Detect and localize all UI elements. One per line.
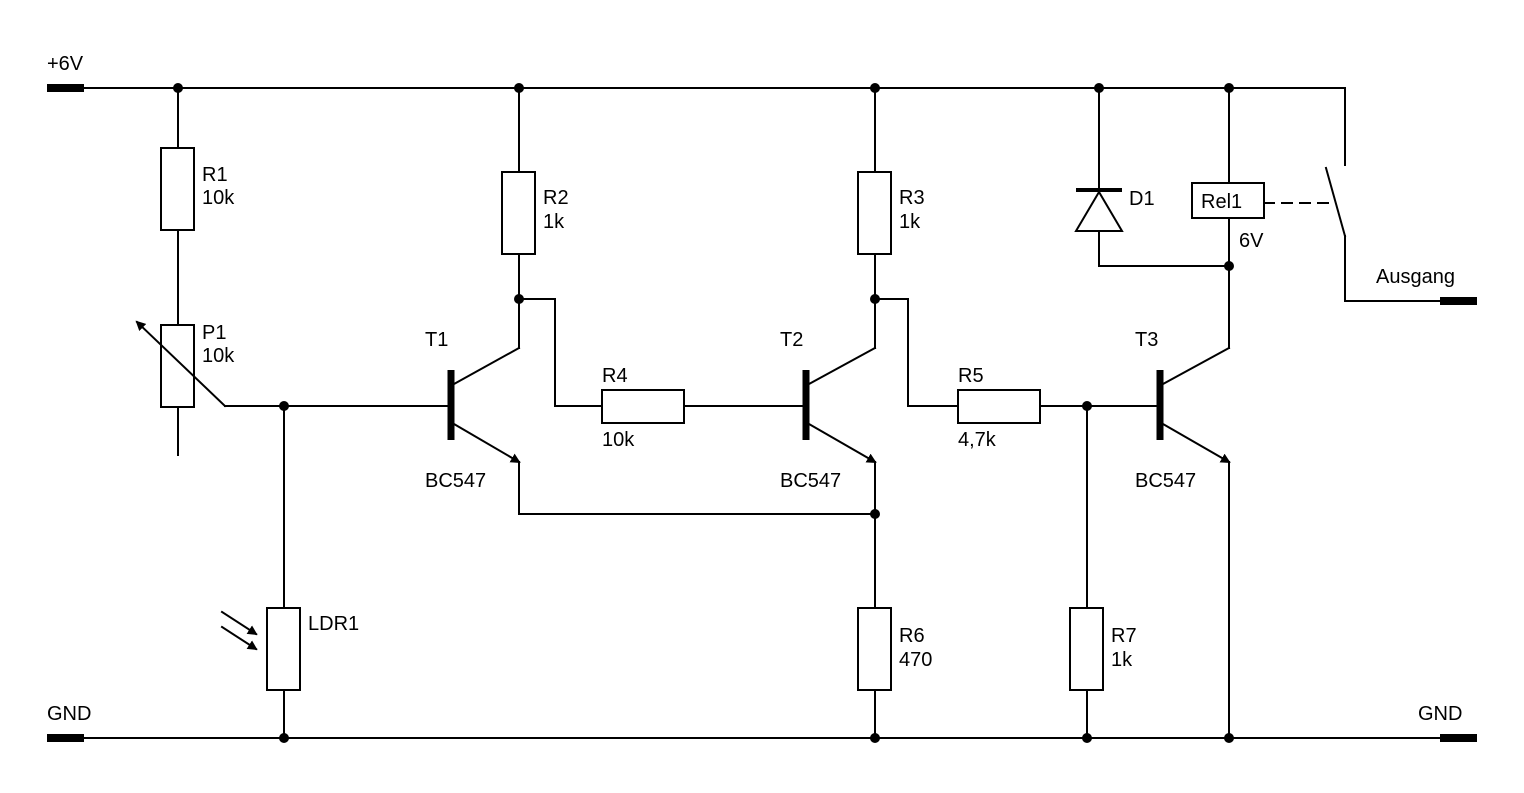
vcc-rail: +6V [47,53,1346,166]
rel1-ref: Rel1 [1201,191,1242,213]
ldr1-photoresistor: LDR1 [220,405,359,739]
t3-transistor: T3 BC547 [1135,329,1231,739]
t3-ref: T3 [1135,329,1158,351]
vcc-label: +6V [47,53,84,75]
junction-dot [514,83,524,93]
junction-dot [1094,83,1104,93]
r1-ref: R1 [202,164,228,186]
d1-ref: D1 [1129,188,1155,210]
gnd-right-terminal [1440,734,1477,742]
t2-ref: T2 [780,329,803,351]
r6-ref: R6 [899,625,925,647]
junction-dot [1082,401,1092,411]
r1-resistor: R1 10k [160,87,235,326]
junction-dot [870,83,880,93]
t2-transistor: T2 BC547 [780,329,877,609]
t3-type: BC547 [1135,470,1196,492]
r4-resistor: R4 10k [518,298,807,451]
r6-value: 470 [899,649,932,671]
junction-dots [173,83,1234,743]
ldr1-ref: LDR1 [308,613,359,635]
r2-ref: R2 [543,187,569,209]
gnd-left-terminal [47,734,84,742]
rel1-voltage: 6V [1239,230,1264,252]
vcc-terminal [47,84,84,92]
junction-dot [1224,261,1234,271]
output-terminal [1440,297,1477,305]
r4-value: 10k [602,429,635,451]
r5-value: 4,7k [958,429,997,451]
t2-emitter-arrow [807,422,877,464]
r2-value: 1k [543,211,565,233]
p1-value: 10k [202,345,235,367]
rel1-relay: Rel1 6V Ausgang [1191,87,1477,349]
r3-ref: R3 [899,187,925,209]
gnd-rail: GND GND [47,703,1477,742]
t1-type: BC547 [425,470,486,492]
junction-dot [1082,733,1092,743]
r5-ref: R5 [958,365,984,387]
p1-ref: P1 [202,322,226,344]
t1-transistor: T1 BC547 [425,329,521,515]
junction-dot [279,401,289,411]
relay-contact-blade [1324,166,1347,238]
junction-dot [1224,83,1234,93]
d1-diode: D1 [1074,87,1230,267]
t2-type: BC547 [780,470,841,492]
junction-dot [514,294,524,304]
junction-dot [173,83,183,93]
junction-dot [279,733,289,743]
r4-ref: R4 [602,365,628,387]
p1-wiper-arrow [135,320,227,408]
r5-resistor: R5 4,7k [874,298,1161,451]
t1-emitter-arrow [452,422,521,464]
junction-dot [870,509,880,519]
t1-ref: T1 [425,329,448,351]
r1-value: 10k [202,187,235,209]
junction-dot [870,294,880,304]
r3-resistor: R3 1k [857,87,925,349]
t3-emitter-arrow [1161,422,1231,464]
p1-potentiometer: P1 10k [135,320,452,456]
gnd-right-label: GND [1418,703,1462,725]
junction-dot [870,733,880,743]
d1-triangle [1074,190,1124,232]
r3-value: 1k [899,211,921,233]
light-arrow-icon [220,625,258,651]
relay-coil [1191,182,1265,219]
r7-value: 1k [1111,649,1133,671]
light-arrow-icon [220,610,258,636]
output-label: Ausgang [1376,266,1455,288]
junction-dot [1224,733,1234,743]
r7-resistor: R7 1k [1069,405,1137,739]
r2-resistor: R2 1k [501,87,569,349]
gnd-left-label: GND [47,703,91,725]
r6-resistor: R6 470 [857,607,932,739]
r7-ref: R7 [1111,625,1137,647]
